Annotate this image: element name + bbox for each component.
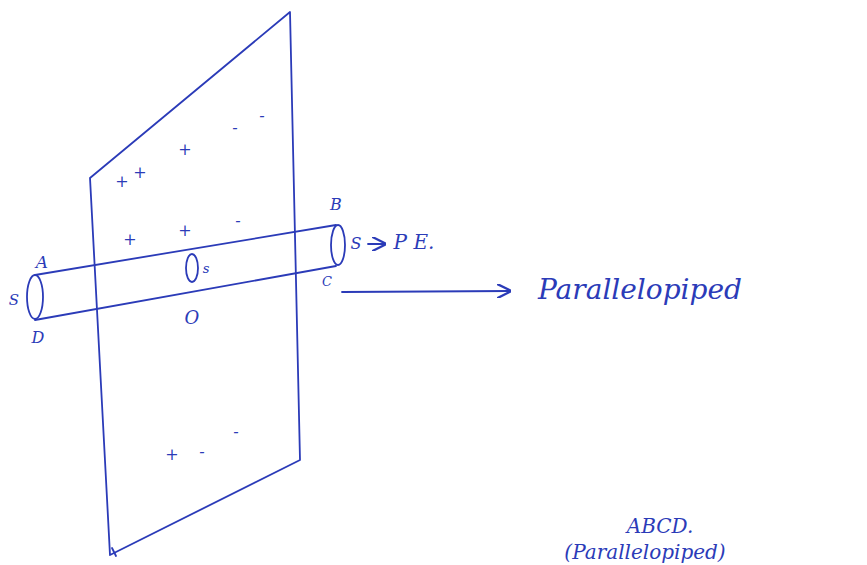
- charge-sign: -: [199, 444, 204, 460]
- point-letter: D: [32, 330, 45, 346]
- cylinder-section: [186, 254, 198, 282]
- pointer-arrow: [368, 243, 385, 245]
- cylinder-end: [27, 275, 43, 319]
- point-letter: A: [36, 254, 48, 271]
- charged-plane: [90, 12, 300, 555]
- note-text: Parallelopiped: [538, 276, 742, 304]
- origin-mark: O: [185, 309, 200, 327]
- corner-tick: [112, 548, 116, 556]
- point-letter: B: [330, 197, 342, 213]
- note-text: ABCD.: [627, 516, 694, 536]
- charge-sign: +: [165, 447, 178, 463]
- charge-sign: -: [235, 213, 240, 229]
- area-letter: s: [203, 262, 210, 275]
- charge-sign: +: [133, 165, 146, 181]
- charge-sign: -: [232, 120, 237, 136]
- point-letter: C: [322, 275, 332, 288]
- charge-sign: -: [259, 108, 264, 124]
- charge-sign: +: [115, 174, 128, 190]
- charge-sign: +: [178, 142, 191, 158]
- charge-sign: -: [233, 424, 238, 440]
- field-note: P E.: [394, 232, 435, 252]
- note-text: (Parallelopiped): [564, 542, 725, 562]
- area-letter: S: [351, 236, 362, 252]
- charge-sign: +: [123, 232, 136, 248]
- area-letter: S: [9, 293, 19, 308]
- leader-arrow: [342, 291, 510, 292]
- cylinder-end: [331, 225, 345, 265]
- charge-sign: +: [178, 223, 191, 239]
